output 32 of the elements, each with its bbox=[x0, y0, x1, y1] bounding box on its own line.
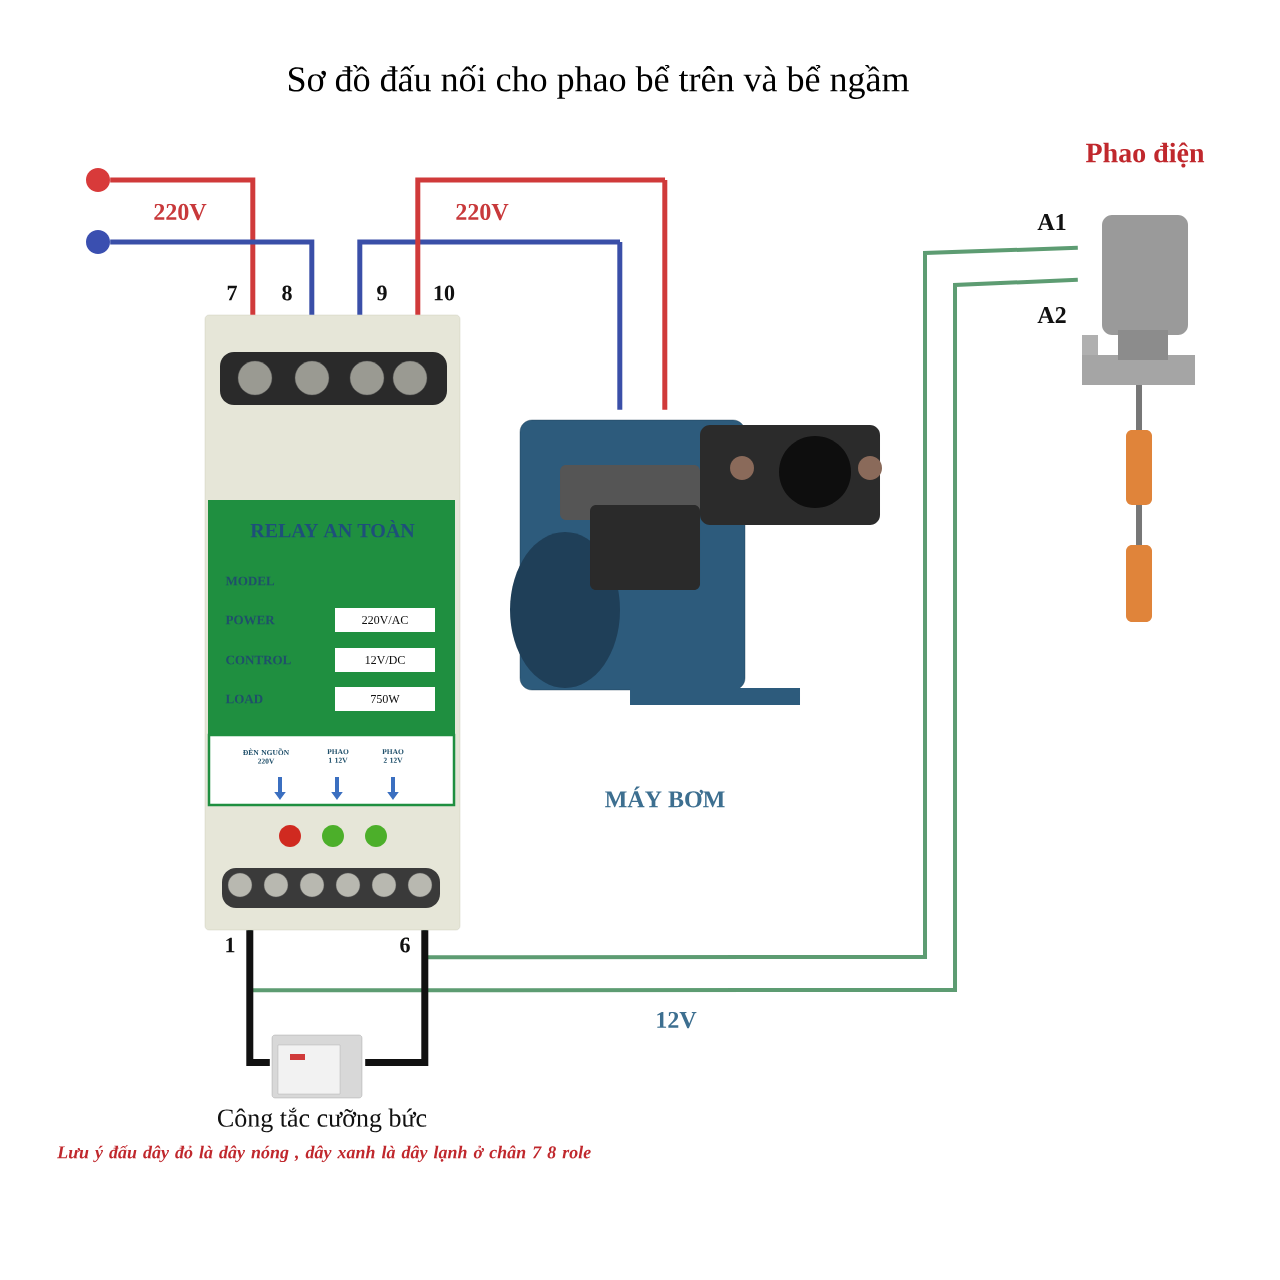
float-caption: Phao điện bbox=[1086, 142, 1205, 168]
terminal-number: 8 bbox=[282, 285, 292, 301]
pump-caption: MÁY BƠM bbox=[605, 786, 725, 808]
title: Sơ đồ đấu nối cho phao bể trên và bể ngầm bbox=[289, 65, 909, 99]
wire bbox=[357, 239, 623, 410]
panel-label: POWER bbox=[225, 615, 275, 625]
terminal-number: 9 bbox=[377, 285, 387, 301]
wire bbox=[415, 177, 668, 410]
panel-label: LOAD bbox=[225, 694, 263, 704]
terminal-label: A2 bbox=[1037, 307, 1066, 323]
wire bbox=[110, 177, 256, 315]
terminal-number: 6 bbox=[400, 937, 410, 953]
terminal-dot bbox=[86, 230, 110, 254]
value-field: 220V/AC bbox=[335, 608, 435, 632]
terminal-dot bbox=[86, 168, 110, 192]
switch-caption: Công tắc cưỡng bức bbox=[218, 1107, 427, 1133]
switch-drawing bbox=[271, 1034, 363, 1099]
voltage-label: 220V bbox=[456, 203, 509, 221]
note-text: Lưu ý đấu dây đỏ là dây nóng , dây xanh là dây lạnh ở chân 7 8 role bbox=[57, 1145, 591, 1163]
terminal-number: 1 bbox=[226, 937, 235, 953]
panel-label: CONTROL bbox=[226, 655, 291, 665]
panel-label: MODEL bbox=[225, 576, 275, 586]
terminal-label: A1 bbox=[1037, 214, 1066, 230]
voltage-label: 12V bbox=[657, 1011, 697, 1029]
value-field: 12V/DC bbox=[335, 648, 435, 672]
voltage-label: 220V bbox=[154, 203, 207, 221]
pump-drawing bbox=[510, 419, 882, 705]
wire bbox=[110, 239, 315, 315]
value-field: 750W bbox=[335, 687, 435, 711]
terminal-number: 7 bbox=[227, 285, 237, 301]
float-switch-drawing bbox=[1082, 215, 1195, 622]
terminal-number: 10 bbox=[434, 285, 455, 301]
